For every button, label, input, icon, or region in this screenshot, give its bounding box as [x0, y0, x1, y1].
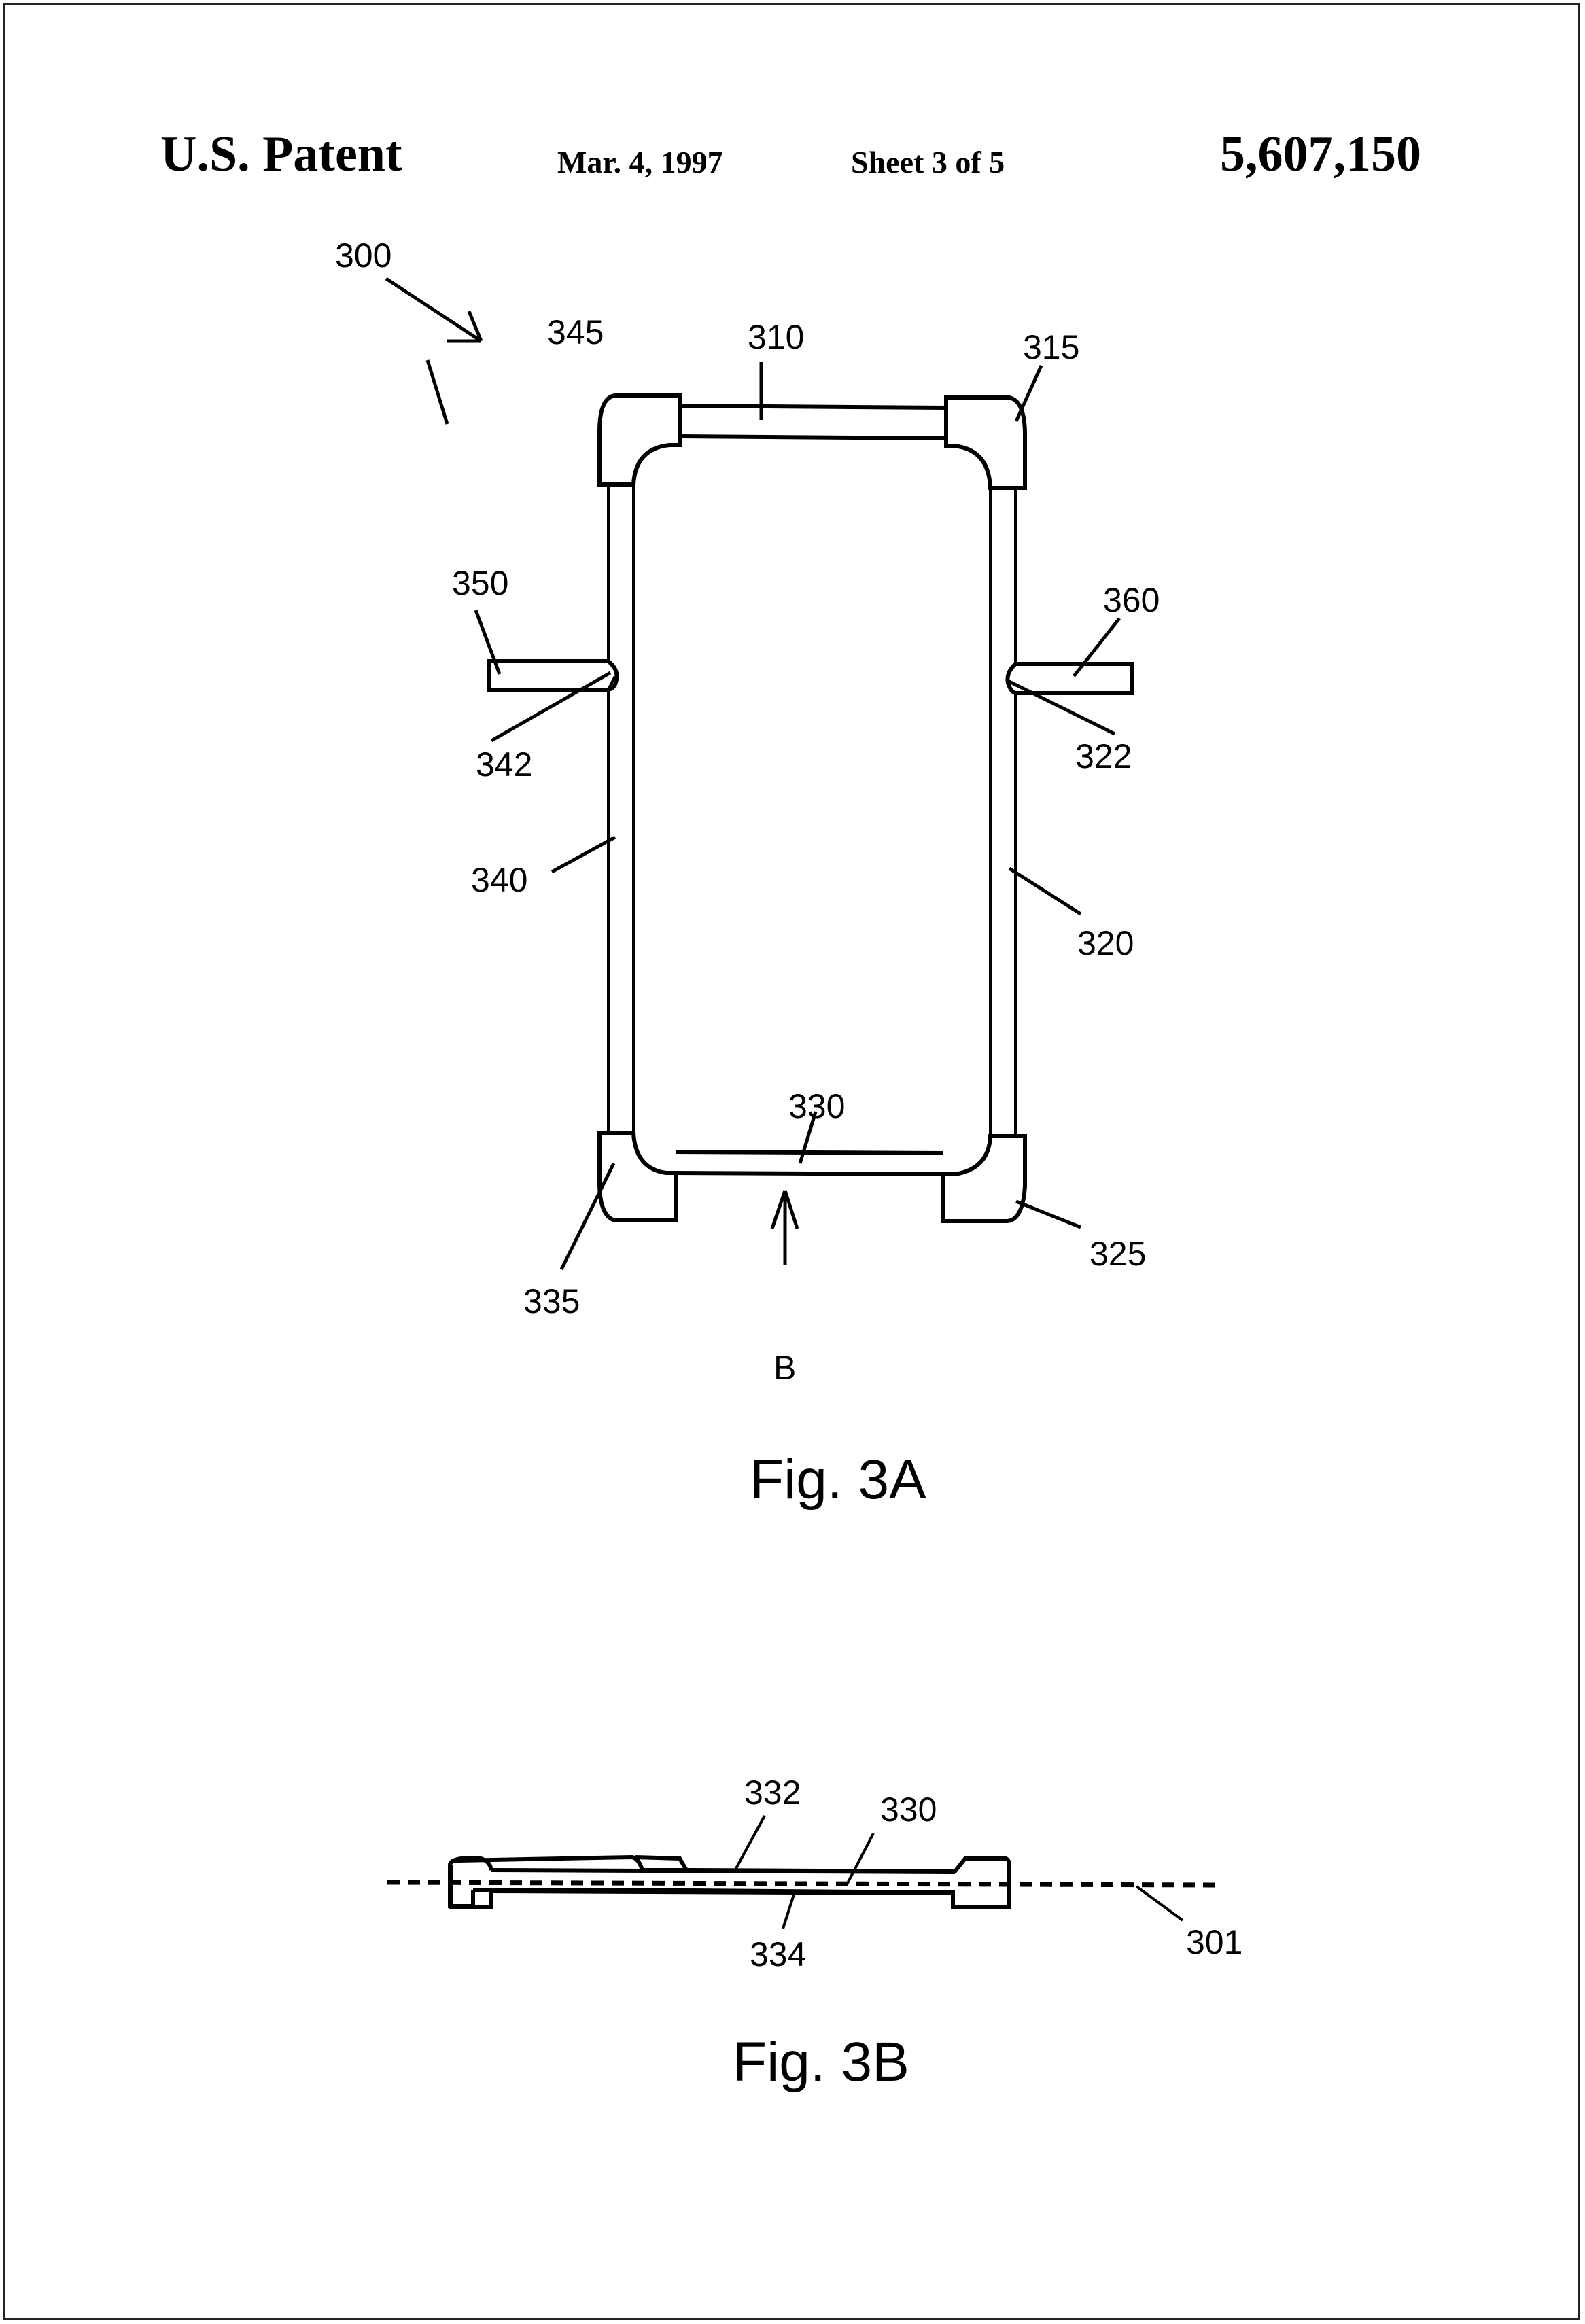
label-b: B: [773, 1349, 796, 1387]
label-322: 322: [1075, 737, 1132, 775]
corner-335: [597, 1131, 678, 1222]
label-342: 342: [476, 745, 532, 784]
patent-office-label: U.S. Patent: [160, 126, 402, 182]
label-350: 350: [452, 564, 508, 602]
leader-360: [1073, 617, 1121, 677]
arrow-icon: [385, 277, 483, 343]
centerline-301: [387, 1880, 1217, 1888]
leader-301: [1135, 1885, 1184, 1922]
patent-number: 5,607,150: [1220, 126, 1421, 182]
right-bar-320: [989, 488, 1017, 1136]
figure-3b-caption: Fig. 3B: [733, 2031, 909, 2093]
leader-350: [474, 610, 502, 675]
label-300: 300: [335, 236, 391, 275]
bottom-surface-334: [491, 1889, 954, 1895]
leader-340: [551, 835, 616, 874]
view-arrow-b-icon: [770, 1190, 799, 1265]
leader-315: [1014, 364, 1043, 423]
leader-330b: [845, 1833, 875, 1886]
top-surface-332: [491, 1868, 956, 1874]
patent-date: Mar. 4, 1997: [557, 145, 723, 179]
label-330b: 330: [880, 1791, 937, 1829]
tab-350: [487, 659, 619, 692]
leader-334: [782, 1894, 795, 1929]
label-335: 335: [523, 1282, 580, 1320]
leader-335: [559, 1162, 616, 1271]
bar-330-ends: [448, 1856, 493, 1909]
corner-345: [597, 393, 682, 487]
label-334: 334: [750, 1935, 806, 1973]
label-301: 301: [1186, 1923, 1242, 1961]
leader-325: [1015, 1199, 1081, 1229]
figure-3b: 332 330 334 301 Fig. 3B: [387, 1774, 1242, 2093]
corner-325: [941, 1134, 1027, 1223]
leader-322: [1007, 679, 1116, 736]
label-345: 345: [547, 313, 604, 351]
label-360: 360: [1103, 581, 1160, 619]
top-bar-310: [679, 404, 947, 440]
figure-3a: 300: [335, 236, 1160, 1511]
leader-345: [425, 359, 449, 425]
label-320: 320: [1077, 924, 1134, 962]
bottom-bar-330: [676, 1150, 943, 1176]
page-border: [3, 3, 1580, 2320]
sheet-number: Sheet 3 of 5: [851, 145, 1005, 179]
leader-320: [1008, 866, 1082, 916]
tab-360: [1005, 662, 1134, 695]
label-330: 330: [788, 1087, 845, 1125]
label-310: 310: [748, 318, 804, 356]
label-340: 340: [471, 861, 527, 899]
figure-3a-caption: Fig. 3A: [750, 1449, 926, 1511]
label-315: 315: [1023, 328, 1079, 366]
label-325: 325: [1090, 1235, 1146, 1273]
leader-342: [490, 671, 612, 743]
corner-315: [944, 395, 1027, 490]
leader-330: [798, 1111, 818, 1164]
label-332: 332: [744, 1774, 801, 1812]
left-bar-340: [607, 485, 635, 1133]
leader-332: [733, 1815, 766, 1873]
